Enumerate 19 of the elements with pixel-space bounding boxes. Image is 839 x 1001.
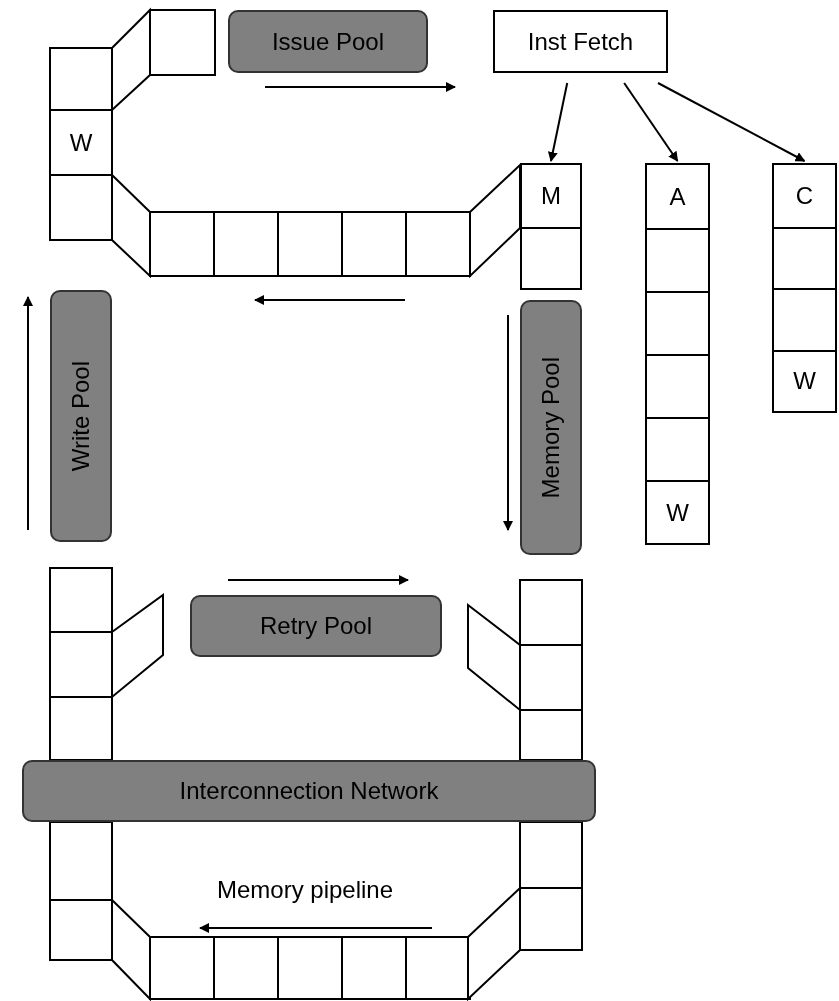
stage-label: W xyxy=(666,498,689,527)
pipeline-column xyxy=(520,163,582,290)
pipeline-column xyxy=(645,163,710,545)
stage-label: M xyxy=(541,181,561,210)
stage-label: W xyxy=(69,128,93,157)
stage-box: Inst Fetch xyxy=(493,10,668,73)
arrow xyxy=(547,82,569,162)
stage-label: A xyxy=(669,182,686,211)
pool-box: Memory Pool xyxy=(520,300,582,555)
pipeline-column xyxy=(772,163,837,413)
arrow xyxy=(657,82,806,162)
stage-label: C xyxy=(795,181,814,210)
arrow xyxy=(623,82,679,162)
pool-box: Issue Pool xyxy=(228,10,428,73)
pool-box: Write Pool xyxy=(50,290,112,542)
stage-label: W xyxy=(793,367,816,396)
pipeline-label: Memory pipeline xyxy=(216,876,394,904)
network-bar: Interconnection Network xyxy=(22,760,596,822)
pool-box: Retry Pool xyxy=(190,595,442,657)
